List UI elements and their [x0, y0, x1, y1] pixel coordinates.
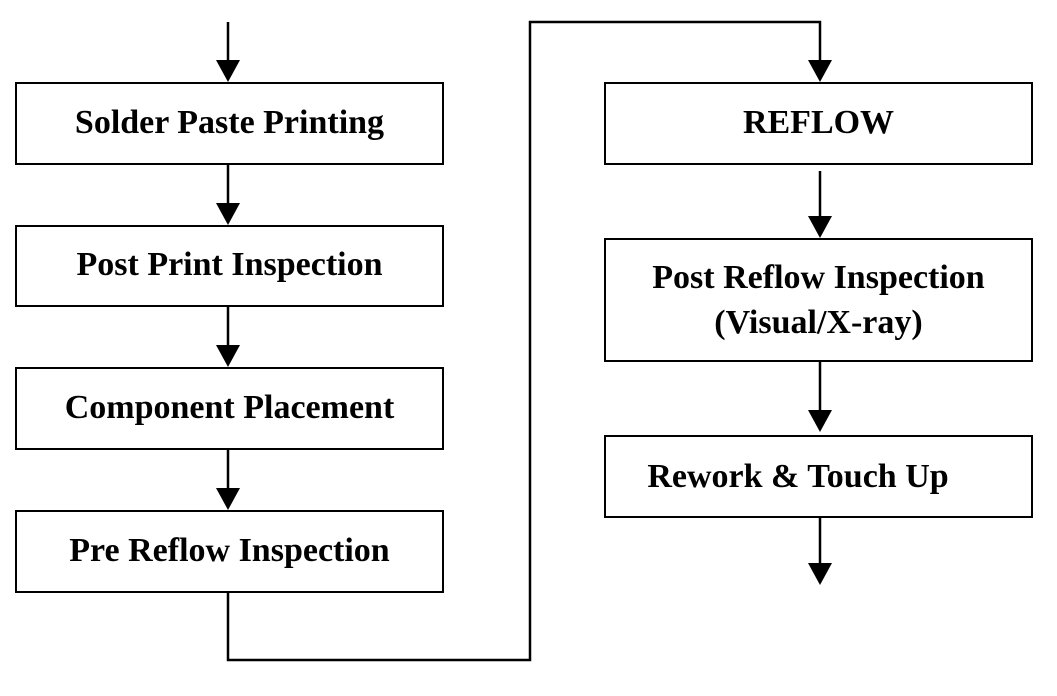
step-label: Solder Paste Printing	[75, 104, 384, 141]
step-label-line-2: (Visual/X-ray)	[714, 304, 922, 341]
step-post-reflow-inspection: Post Reflow Inspection (Visual/X-ray)	[604, 238, 1033, 362]
arrowhead-exit	[808, 563, 832, 585]
step-label-line-1: Post Reflow Inspection	[652, 259, 985, 296]
arrowhead-reflow	[808, 60, 832, 82]
step-label: Component Placement	[65, 389, 395, 426]
step-box	[15, 225, 444, 307]
step-box	[604, 82, 1033, 165]
step-label: REFLOW	[743, 104, 894, 141]
step-solder-paste-printing: Solder Paste Printing	[15, 82, 444, 165]
arrowhead-post-print	[216, 203, 240, 225]
arrowhead-entry	[216, 60, 240, 82]
step-post-print-inspection: Post Print Inspection	[15, 225, 444, 307]
step-box	[604, 435, 1033, 518]
arrowhead-post-reflow	[808, 216, 832, 238]
step-rework-touch-up: Rework & Touch Up	[604, 435, 1033, 518]
arrowhead-placement	[216, 345, 240, 367]
connector-pre-reflow-to-reflow	[226, 20, 822, 662]
step-box	[604, 238, 1033, 362]
arrowhead-rework	[808, 410, 832, 432]
connectors	[216, 20, 832, 662]
step-box	[15, 82, 444, 165]
step-pre-reflow-inspection: Pre Reflow Inspection	[15, 510, 444, 593]
step-reflow: REFLOW	[604, 82, 1033, 165]
step-component-placement: Component Placement	[15, 367, 444, 450]
arrowhead-pre-reflow	[216, 488, 240, 510]
step-box	[15, 367, 444, 450]
step-label: Rework & Touch Up	[647, 458, 948, 495]
step-box	[15, 510, 444, 593]
step-label: Pre Reflow Inspection	[69, 532, 390, 569]
step-label: Post Print Inspection	[77, 246, 383, 283]
